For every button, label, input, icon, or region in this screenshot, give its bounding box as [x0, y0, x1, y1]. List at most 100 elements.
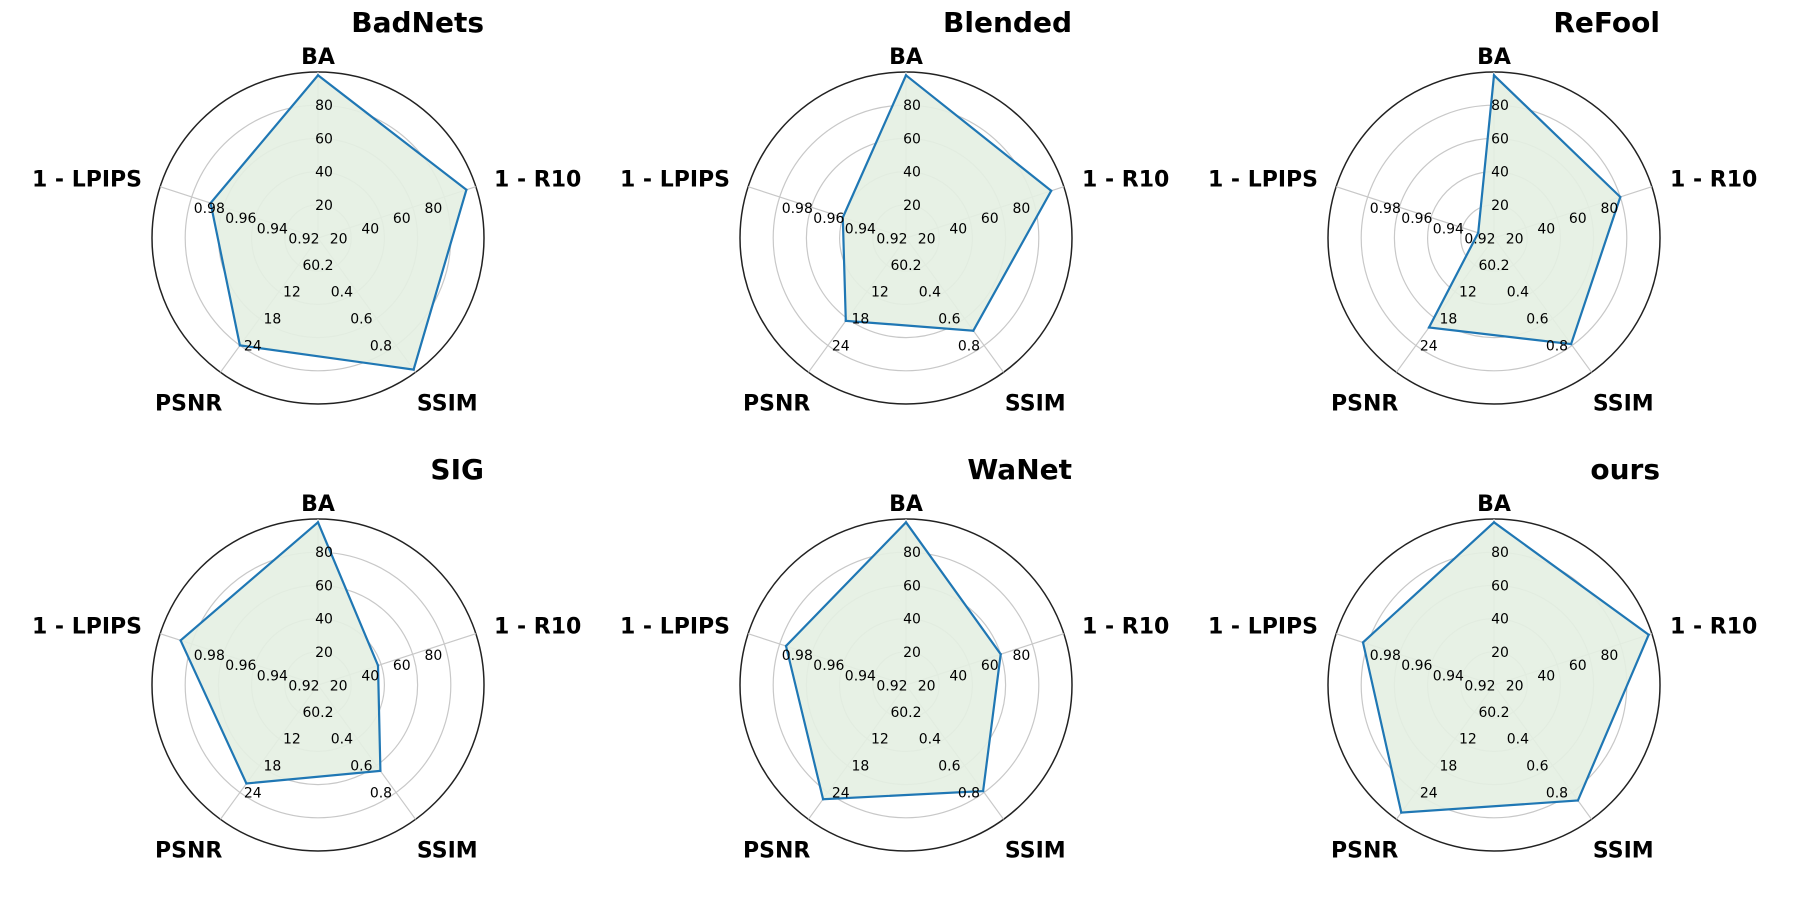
tick-label: 40	[315, 612, 333, 628]
tick-label: 80	[424, 648, 442, 664]
tick-label: 24	[244, 338, 262, 354]
tick-label: 20	[315, 198, 333, 214]
tick-label: 0.92	[1464, 232, 1495, 248]
tick-label: 0.98	[782, 201, 813, 217]
tick-label: 0.92	[1464, 679, 1495, 695]
tick-label: 60	[1491, 131, 1509, 147]
tick-label: 40	[903, 165, 921, 181]
axis-label-1-r10: 1 - R10	[1670, 168, 1757, 193]
tick-label: 40	[1491, 612, 1509, 628]
tick-label: 0.96	[1401, 658, 1432, 674]
tick-label: 0.94	[257, 669, 288, 685]
axis-label-ba: BA	[301, 45, 335, 70]
tick-label: 0.96	[1401, 211, 1432, 227]
axis-label-1-r10: 1 - R10	[1082, 168, 1169, 193]
tick-label: 6	[1479, 258, 1488, 274]
chart-title: BadNets	[351, 6, 484, 39]
tick-label: 40	[361, 222, 379, 238]
data-point-ssim	[379, 769, 382, 773]
tick-label: 80	[1491, 98, 1509, 114]
axis-label-ba: BA	[1477, 45, 1511, 70]
tick-label: 0.96	[225, 658, 256, 674]
axis-label-psnr: PSNR	[743, 839, 810, 864]
tick-label: 18	[852, 759, 870, 775]
tick-label: 24	[832, 785, 850, 801]
axis-label-psnr: PSNR	[155, 392, 222, 417]
tick-label: 6	[303, 705, 312, 721]
tick-label: 20	[1491, 198, 1509, 214]
data-point-psnr	[1400, 811, 1403, 814]
tick-label: 12	[871, 285, 889, 301]
axis-label-psnr: PSNR	[155, 839, 222, 864]
series-area	[1363, 522, 1649, 813]
tick-label: 20	[330, 679, 348, 695]
tick-label: 60	[1569, 658, 1587, 674]
tick-label: 20	[918, 679, 936, 695]
tick-label: 0.98	[1370, 648, 1401, 664]
radar-chart-wanet: 20406080204060800.20.40.60.861218240.920…	[620, 453, 1169, 864]
axis-label-ssim: SSIM	[417, 839, 478, 864]
tick-label: 40	[949, 669, 967, 685]
tick-label: 0.96	[813, 658, 844, 674]
tick-label: 0.98	[194, 648, 225, 664]
tick-label: 20	[903, 198, 921, 214]
tick-label: 80	[315, 545, 333, 561]
tick-label: 20	[1506, 232, 1524, 248]
tick-label: 0.4	[919, 285, 941, 301]
tick-label: 18	[264, 759, 282, 775]
tick-label: 20	[330, 232, 348, 248]
axis-label-psnr: PSNR	[1331, 839, 1398, 864]
radar-chart-blended: 20406080204060800.20.40.60.861218240.920…	[620, 6, 1169, 417]
tick-label: 0.2	[899, 705, 921, 721]
tick-label: 80	[1012, 201, 1030, 217]
tick-label: 0.8	[958, 785, 980, 801]
data-point-psnr	[238, 344, 242, 347]
data-point-psnr	[1427, 326, 1431, 329]
tick-label: 60	[903, 131, 921, 147]
data-point-ssim	[972, 329, 975, 332]
tick-label: 12	[1459, 285, 1477, 301]
tick-label: 0.8	[1546, 338, 1568, 354]
tick-label: 0.96	[813, 211, 844, 227]
tick-label: 6	[303, 258, 312, 274]
tick-label: 60	[393, 658, 411, 674]
data-point-1-r10	[1619, 195, 1622, 199]
tick-label: 12	[283, 285, 301, 301]
tick-label: 0.6	[350, 312, 372, 328]
tick-label: 80	[424, 201, 442, 217]
tick-label: 60	[981, 658, 999, 674]
tick-label: 6	[891, 705, 900, 721]
axis-label-1-lpips: 1 - LPIPS	[32, 168, 142, 193]
tick-label: 0.8	[370, 785, 392, 801]
tick-label: 20	[315, 645, 333, 661]
axis-label-ba: BA	[889, 45, 923, 70]
data-point-1-lpips	[209, 201, 212, 205]
data-point-1-lpips	[784, 644, 788, 648]
chart-title: ours	[1590, 453, 1660, 486]
tick-label: 0.4	[331, 285, 353, 301]
series-outline	[784, 520, 1002, 801]
tick-label: 24	[244, 785, 262, 801]
tick-label: 40	[949, 222, 967, 238]
tick-label: 0.4	[919, 732, 941, 748]
axis-label-1-lpips: 1 - LPIPS	[1208, 615, 1318, 640]
series-outline	[209, 73, 468, 371]
series-area	[180, 522, 381, 784]
axis-label-1-r10: 1 - R10	[1670, 615, 1757, 640]
axis-label-psnr: PSNR	[743, 392, 810, 417]
tick-label: 0.8	[370, 338, 392, 354]
tick-label: 20	[1491, 645, 1509, 661]
tick-label: 60	[1569, 211, 1587, 227]
tick-label: 60	[981, 211, 999, 227]
data-point-1-r10	[465, 188, 468, 191]
tick-label: 40	[1491, 165, 1509, 181]
tick-label: 0.6	[938, 312, 960, 328]
tick-label: 0.6	[1526, 759, 1548, 775]
chart-title: WaNet	[967, 453, 1072, 486]
axis-label-ba: BA	[889, 492, 923, 517]
axis-label-ssim: SSIM	[417, 392, 478, 417]
tick-label: 6	[1479, 705, 1488, 721]
spoke-line	[1335, 186, 1495, 239]
axis-label-ssim: SSIM	[1005, 839, 1066, 864]
tick-label: 80	[903, 545, 921, 561]
